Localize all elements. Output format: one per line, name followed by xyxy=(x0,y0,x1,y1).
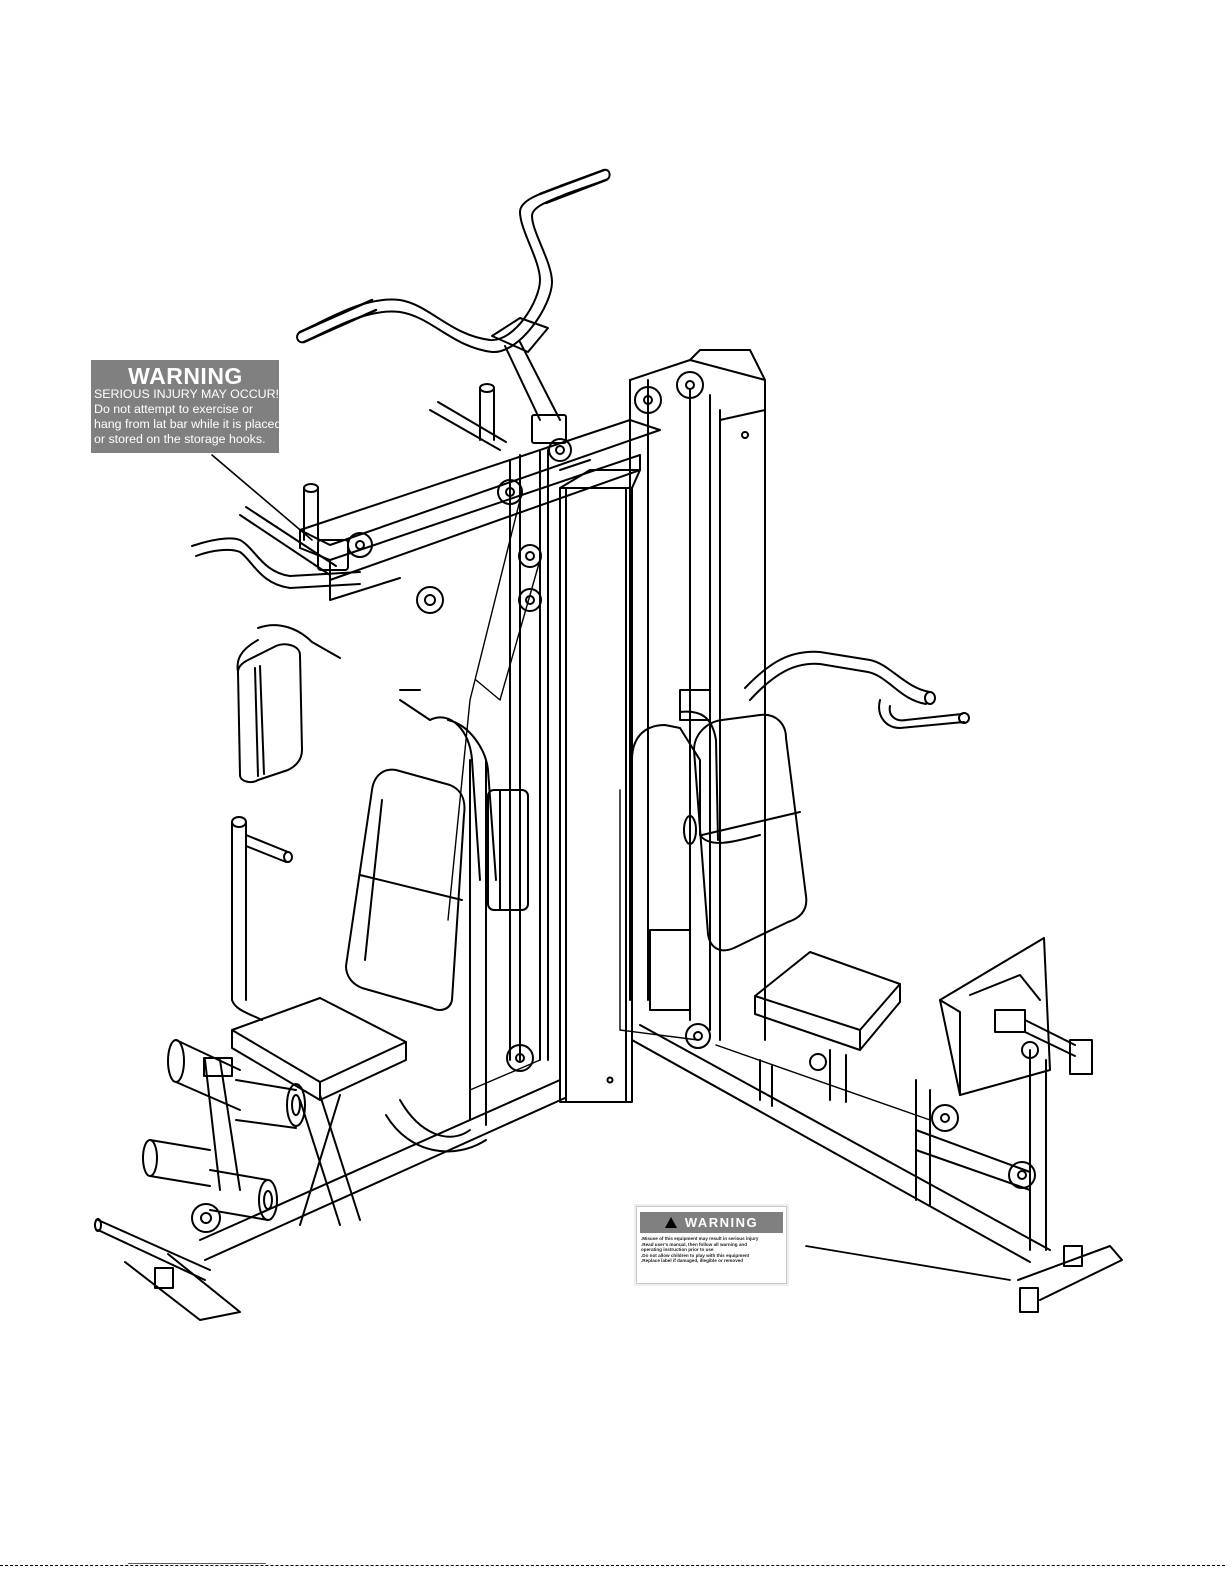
warning-title: WARNING xyxy=(128,363,243,389)
leg-rollers xyxy=(142,1039,306,1221)
warning-line: SERIOUS INJURY MAY OCCUR! xyxy=(94,387,279,401)
left-seat xyxy=(231,997,407,1101)
lat-bar-warning-label: WARNING SERIOUS INJURY MAY OCCUR! Do not… xyxy=(91,360,279,453)
center-column xyxy=(509,449,641,1103)
warning-line: Do not attempt to exercise or xyxy=(94,402,254,416)
right-base xyxy=(631,1009,1123,1313)
warning-triangle-icon xyxy=(664,1217,677,1228)
arm-pad xyxy=(236,624,341,784)
warning-header: WARNING xyxy=(640,1212,783,1233)
right-press-arms xyxy=(631,650,970,845)
lat-pulldown-bar xyxy=(296,168,611,444)
warning-line: .Do not allow children to play with this… xyxy=(641,1252,750,1258)
label-leader-line-2 xyxy=(805,1245,1011,1281)
page-bottom-highlight xyxy=(128,1563,266,1564)
warning-line: or stored on the storage hooks. xyxy=(94,432,266,446)
left-base xyxy=(94,1044,566,1321)
warning-line: .Read user's manual, then follow all war… xyxy=(641,1241,748,1247)
warning-line: operating instruction prior to use xyxy=(641,1247,714,1253)
center-pulleys xyxy=(416,438,572,614)
right-weight-column xyxy=(629,349,766,1041)
warning-line: .Replace label if damaged, illegible or … xyxy=(641,1258,744,1264)
left-upright-handle xyxy=(231,816,293,1021)
cables xyxy=(447,499,931,1121)
left-press-arms xyxy=(385,689,529,1153)
label-leader-line-1 xyxy=(211,454,313,541)
page-bottom-dashed-rule xyxy=(0,1565,1225,1566)
warning-line: .Misuse of this equipment may result in … xyxy=(641,1236,759,1241)
right-seat xyxy=(754,951,901,1103)
warning-line: hang from lat bar while it is placed xyxy=(94,417,279,431)
pec-deck-arms xyxy=(191,383,507,589)
leg-press-plate xyxy=(939,937,1051,1096)
base-warning-label: WARNING .Misuse of this equipment may re… xyxy=(636,1206,787,1284)
warning-title: WARNING xyxy=(684,1215,759,1230)
left-backrest xyxy=(345,768,466,1011)
